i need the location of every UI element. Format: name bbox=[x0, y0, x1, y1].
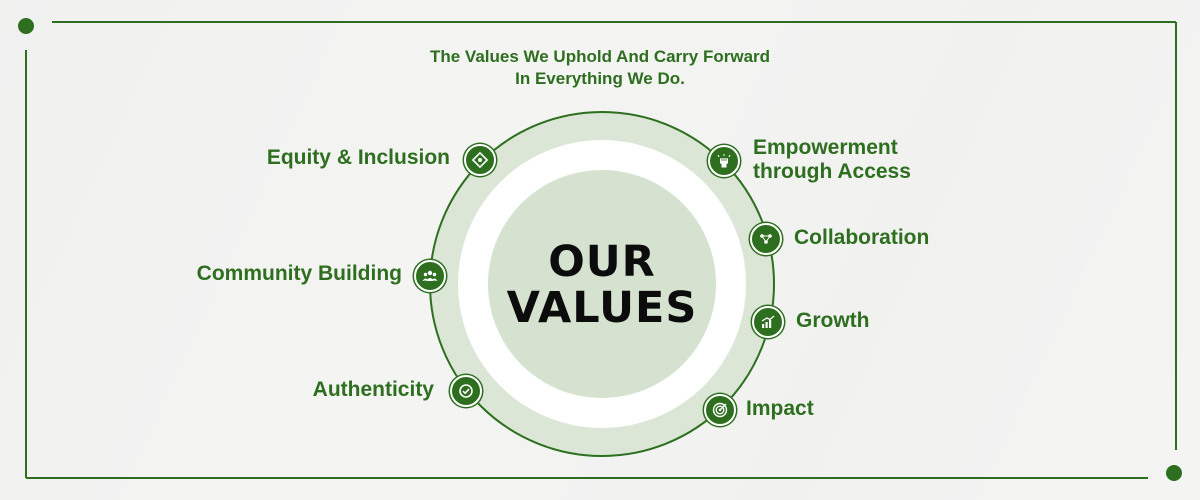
center-title-line-2: VALUES bbox=[506, 283, 698, 333]
growth-chart-icon bbox=[752, 306, 784, 338]
value-label-authenticity: Authenticity bbox=[312, 378, 434, 401]
value-label-empowerment-line-1: Empowerment bbox=[753, 136, 898, 159]
tagline-line-1: The Values We Uphold And Carry Forward bbox=[429, 47, 771, 66]
tagline: The Values We Uphold And Carry Forward I… bbox=[380, 46, 820, 90]
collaboration-icon bbox=[750, 223, 782, 255]
value-label-impact: Impact bbox=[746, 397, 814, 420]
center-title-line-1: OUR bbox=[548, 237, 656, 287]
value-label-empowerment-line-2: through Access bbox=[753, 160, 911, 183]
equity-icon bbox=[464, 144, 496, 176]
center-title: OUR VALUES bbox=[488, 171, 716, 399]
tagline-line-2: In Everything We Do. bbox=[515, 69, 685, 88]
value-label-collaboration: Collaboration bbox=[794, 226, 930, 249]
value-label-growth: Growth bbox=[796, 309, 870, 332]
center-disc bbox=[488, 170, 716, 398]
value-label-equity: Equity & Inclusion bbox=[266, 146, 450, 169]
community-icon bbox=[414, 260, 446, 292]
target-icon bbox=[704, 394, 736, 426]
fist-icon bbox=[708, 145, 740, 177]
value-label-empowerment: Empowerment through Access bbox=[753, 136, 911, 184]
value-label-community: Community Building bbox=[196, 262, 402, 285]
authenticity-icon bbox=[450, 375, 482, 407]
